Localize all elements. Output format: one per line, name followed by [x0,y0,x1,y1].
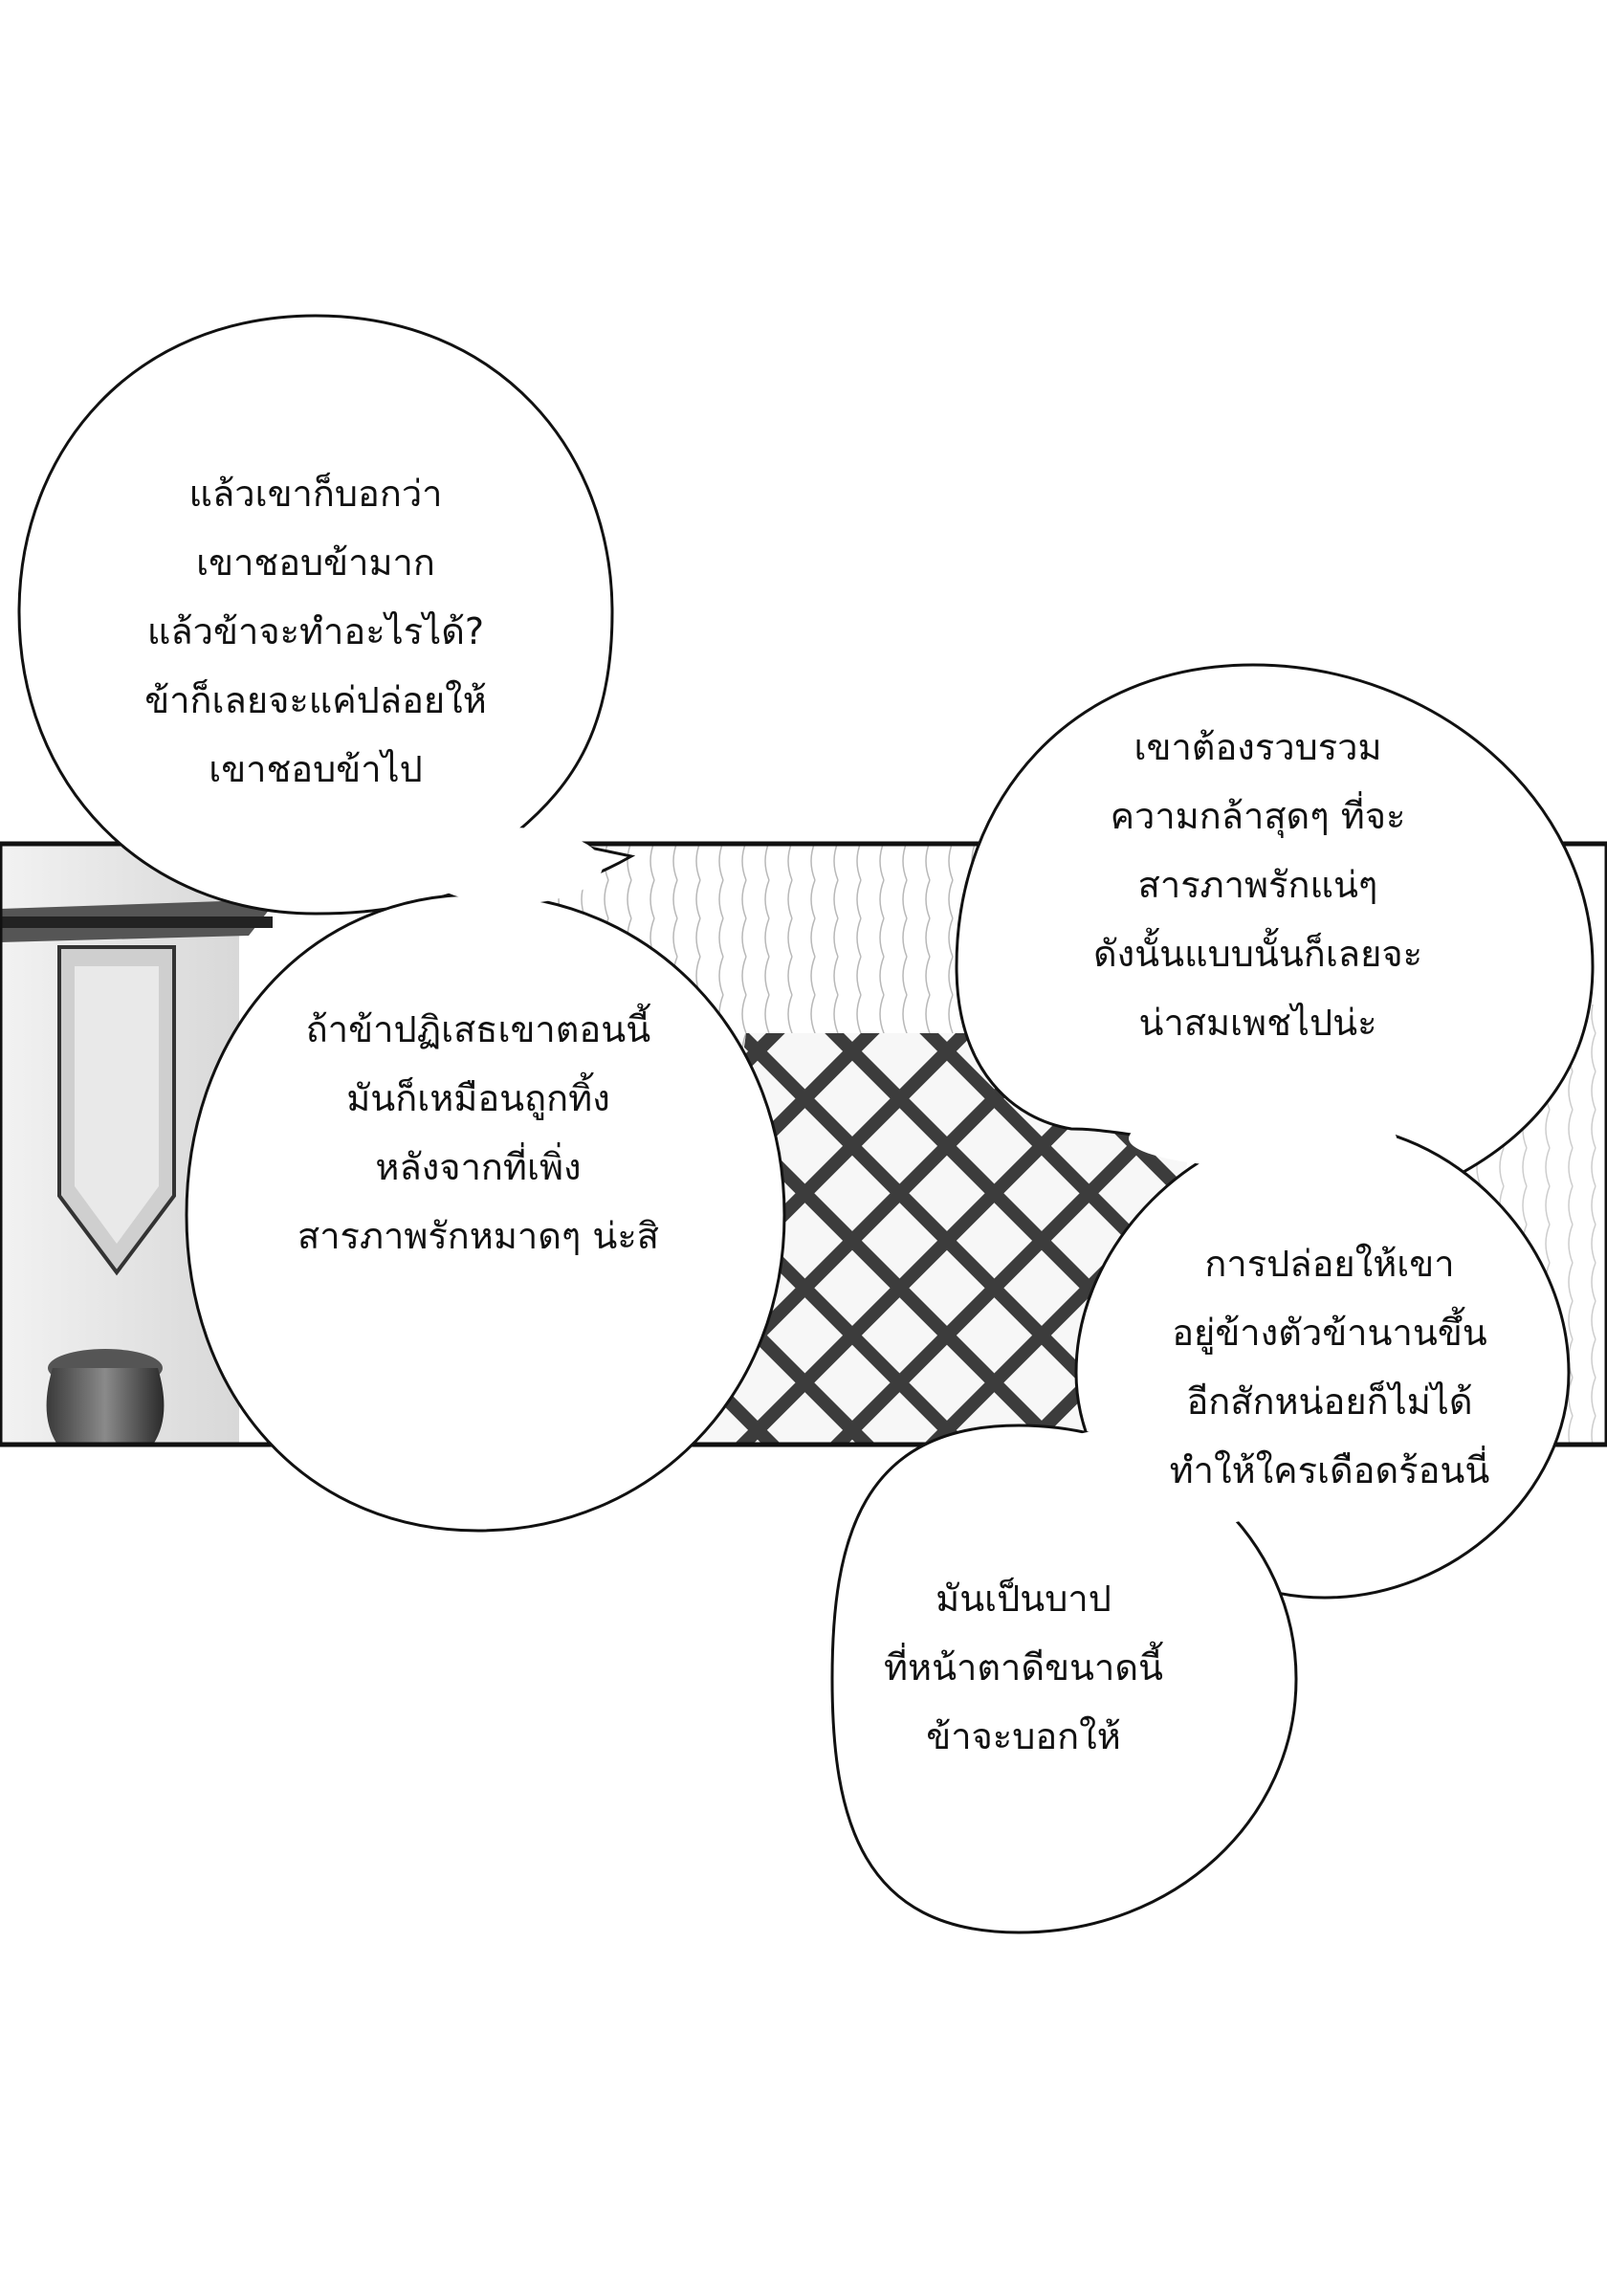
speech-bubble-2: ถ้าข้าปฏิเสธเขาตอนนี้ มันก็เหมือนถูกทิ้ง… [249,995,708,1270]
speech-bubble-5: มันเป็นบาป ที่หน้าตาดีขนาดนี้ ข้าจะบอกให… [842,1564,1205,1771]
bubble-line: มันเป็นบาป [936,1578,1112,1620]
bubble-line: ทำให้ใครเดือดร้อนนี่ [1169,1449,1490,1491]
bubble-5-shape [830,1424,1298,1934]
bubble-line: ที่หน้าตาดีขนาดนี้ [883,1646,1164,1689]
speech-bubble-4: การปล่อยให้เขา อยู่ข้างตัวข้านานขึ้น อีก… [1110,1229,1550,1505]
bubble-line: ความกล้าสุดๆ ที่จะ [1110,795,1406,837]
bubble-line: หลังจากที่เพิ่ง [375,1146,582,1188]
bubble-line: ข้าจะบอกให้ [926,1715,1121,1757]
bubble-line: ถ้าข้าปฏิเสธเขาตอนนี้ [305,1008,651,1050]
bubble-line: ดังนั้นแบบนั้นก็เลยจะ [1092,933,1423,975]
bubble-line: เขาชอบข้ามาก [196,541,435,584]
bubble-joins [421,828,1397,1531]
bubble-line: ข้าก็เลยจะแค่ปล่อยให้ [144,679,487,721]
bubble-line: มันก็เหมือนถูกทิ้ง [346,1077,610,1119]
bubble-line: อยู่ข้างตัวข้านานขึ้น [1172,1312,1487,1354]
speech-bubble-1: แล้วเขาก็บอกว่า เขาชอบข้ามาก แล้วข้าจะทำ… [105,459,526,804]
bubble-2-shape [185,893,786,1533]
bubble-line: เขาชอบข้าไป [209,748,423,790]
bubble-line: น่าสมเพชไปน่ะ [1138,1002,1377,1044]
bubble-line: สารภาพรักหมาดๆ น่ะสิ [297,1215,659,1257]
speech-bubble-3: เขาต้องรวบรวม ความกล้าสุดๆ ที่จะ สารภาพร… [1038,713,1478,1057]
bubble-line: แล้วข้าจะทำอะไรได้? [146,610,485,652]
bubble-line: อีกสักหน่อยก็ไม่ได้ [1186,1380,1473,1423]
bubble-line: เขาต้องรวบรวม [1134,726,1382,768]
bubble-line: แล้วเขาก็บอกว่า [188,473,443,515]
bubble-line: สารภาพรักแน่ๆ [1137,864,1378,906]
bubble-line: การปล่อยให้เขา [1204,1243,1455,1285]
speech-bubbles [17,314,1595,1934]
